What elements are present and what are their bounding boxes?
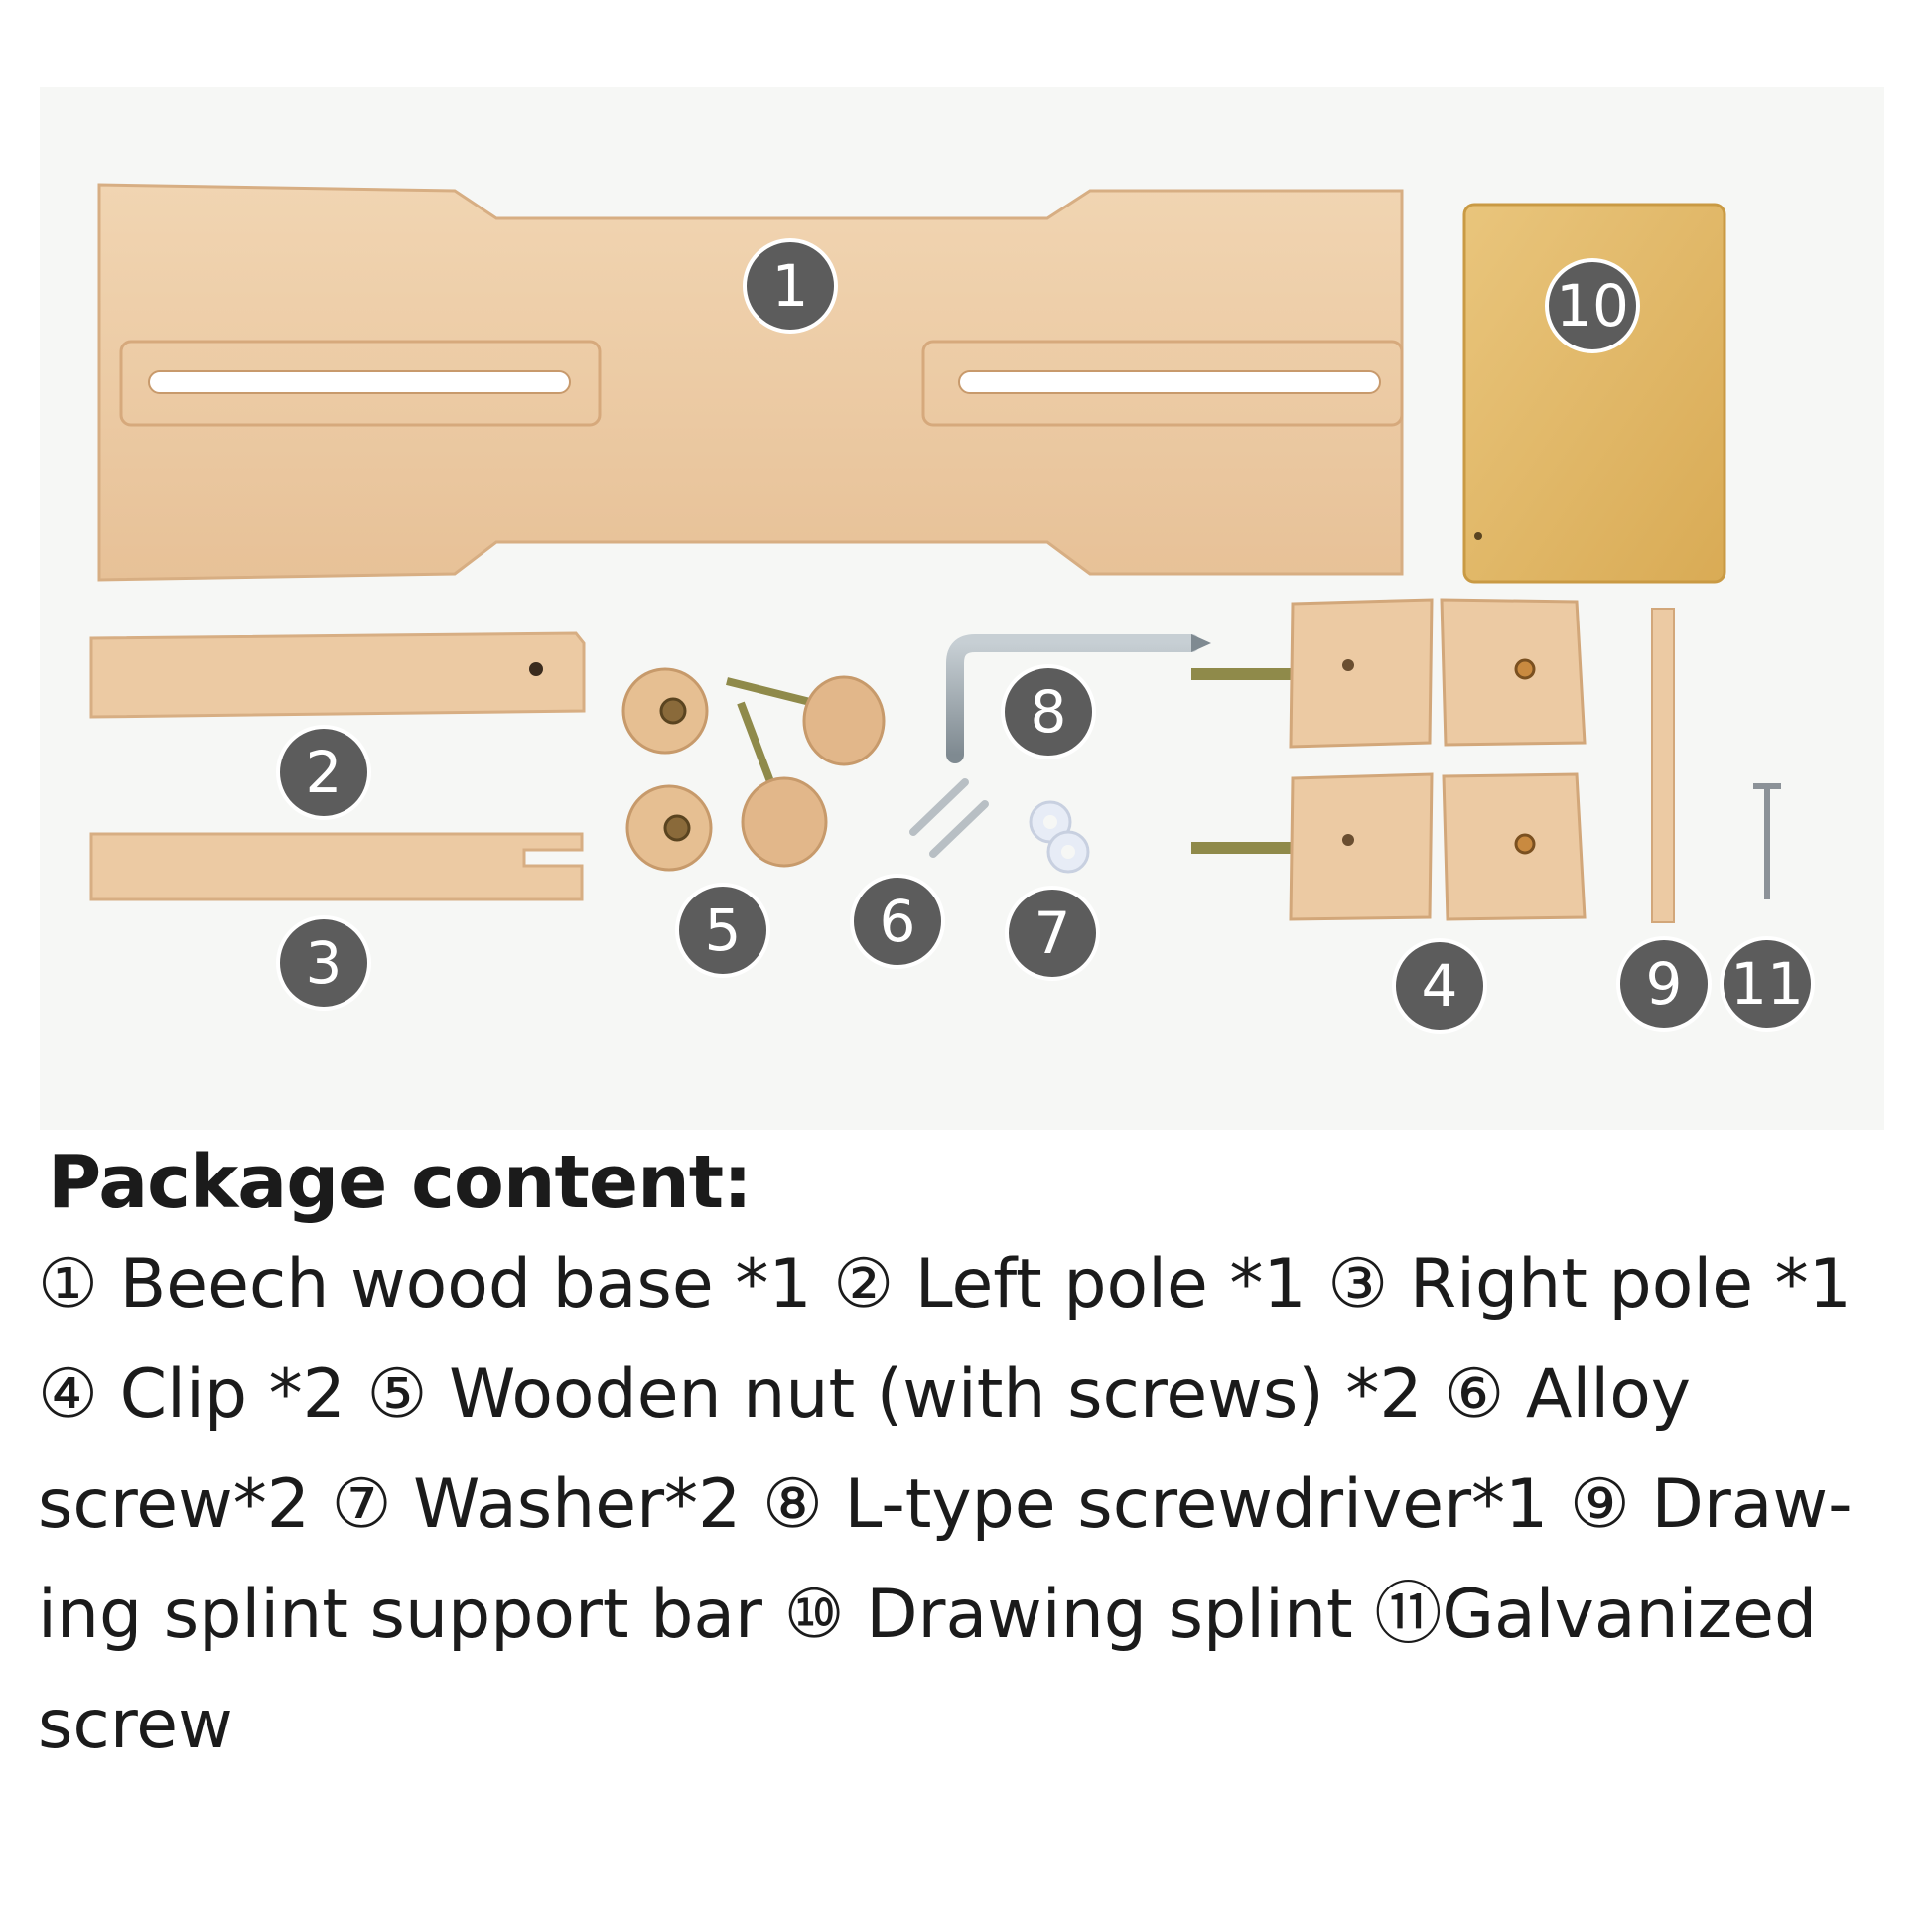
drawing-splint-support-bar [1651, 608, 1675, 923]
drawing-splint [1462, 203, 1726, 584]
package-content-line: ① Beech wood base *1 ② Left pole *1 ③ Ri… [38, 1245, 1852, 1323]
svg-text:5: 5 [705, 897, 742, 964]
package-content-line: screw*2 ⑦ Washer*2 ⑧ L-type screwdriver*… [38, 1465, 1853, 1544]
clips [1191, 598, 1587, 921]
package-content-title: Package content: [48, 1140, 753, 1225]
svg-text:10: 10 [1556, 272, 1629, 340]
svg-text:1: 1 [772, 252, 809, 320]
badge-3: 3 [276, 915, 371, 1011]
product-photo: 1 10 2 8 3 5 6 7 [40, 87, 1884, 1130]
badge-4: 4 [1392, 938, 1487, 1034]
right-pole [89, 832, 584, 901]
svg-text:2: 2 [306, 739, 343, 806]
badge-1: 1 [743, 238, 838, 334]
badge-8: 8 [1001, 664, 1096, 759]
badge-5: 5 [675, 883, 770, 978]
svg-text:4: 4 [1422, 952, 1458, 1020]
svg-text:11: 11 [1730, 950, 1804, 1018]
package-content-line: ing splint support bar ⑩ Drawing splint … [38, 1576, 1818, 1654]
badge-7: 7 [1005, 886, 1100, 981]
washers [1029, 800, 1090, 874]
svg-text:9: 9 [1646, 950, 1683, 1018]
package-content-list: ① Beech wood base *1 ② Left pole *1 ③ Ri… [38, 1229, 1904, 1780]
svg-text:6: 6 [880, 888, 916, 955]
badge-2: 2 [276, 725, 371, 820]
package-content-line: screw [38, 1686, 233, 1764]
l-type-screwdriver [946, 634, 1211, 763]
svg-text:7: 7 [1035, 899, 1071, 967]
svg-text:8: 8 [1031, 678, 1067, 746]
badge-10: 10 [1545, 258, 1640, 353]
wooden-nuts [621, 667, 886, 872]
beech-wood-base [97, 183, 1404, 582]
galvanized-screw [1753, 783, 1781, 899]
badge-11: 11 [1720, 936, 1815, 1032]
svg-text:3: 3 [306, 929, 343, 997]
alloy-screws [909, 778, 989, 858]
badge-9: 9 [1616, 936, 1712, 1032]
package-content-line: ④ Clip *2 ⑤ Wooden nut (with screws) *2 … [38, 1355, 1692, 1434]
left-pole [89, 631, 586, 719]
badge-6: 6 [850, 874, 945, 969]
